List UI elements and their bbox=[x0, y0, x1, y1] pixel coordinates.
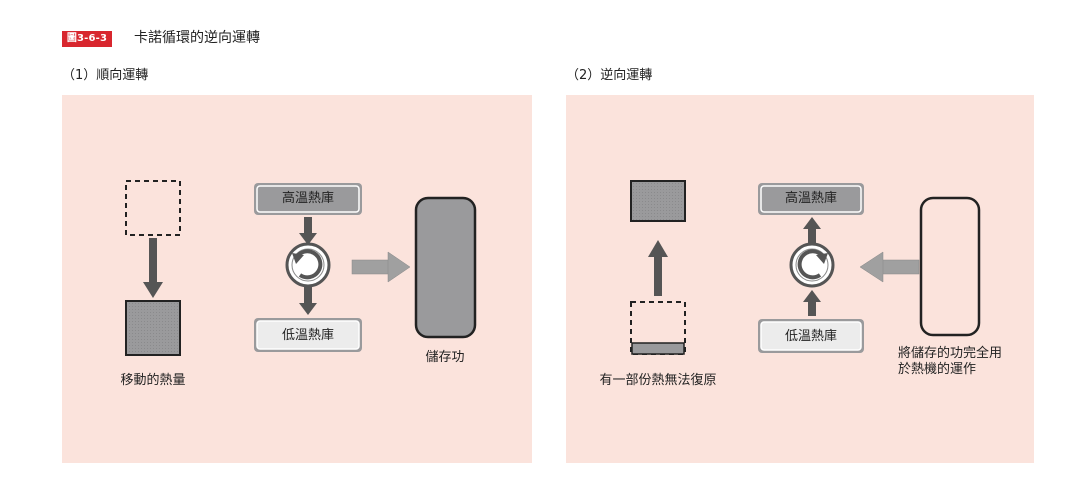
heat-flow-down-arrow bbox=[143, 238, 163, 298]
cold-reservoir-box-forward bbox=[254, 318, 362, 352]
hot-reservoir-label-forward: 高溫熱庫 bbox=[281, 191, 334, 206]
heat-filled-box bbox=[125, 300, 181, 356]
work-output-arrow bbox=[351, 251, 411, 283]
figure-tag: 圖3-6-3 bbox=[62, 31, 112, 47]
reverse-panel-title: （2）逆向運轉 bbox=[566, 68, 653, 83]
heat-moved-label: 移動的熱量 bbox=[120, 373, 186, 388]
hot-reservoir-box-reverse bbox=[758, 183, 864, 215]
work-input-arrow bbox=[859, 251, 920, 283]
hot-reservoir-box-forward bbox=[254, 183, 362, 215]
heat-returned-box bbox=[630, 180, 686, 222]
forward-panel-title: （1）順向運轉 bbox=[62, 68, 149, 83]
cold-reservoir-label-reverse: 低溫熱庫 bbox=[784, 329, 837, 344]
cold-reservoir-label-forward: 低溫熱庫 bbox=[281, 328, 334, 343]
cold-to-engine-arrow-reverse bbox=[803, 290, 821, 316]
hot-to-engine-arrow-forward bbox=[299, 217, 317, 245]
heat-remaining-dashed-box bbox=[630, 301, 686, 355]
heat-remaining-fill bbox=[631, 342, 685, 355]
engine-to-cold-arrow-forward bbox=[299, 287, 317, 315]
cycle-icon-reverse bbox=[789, 242, 835, 288]
heat-flow-up-arrow bbox=[648, 240, 668, 296]
work-storage-tank-filled bbox=[414, 196, 477, 339]
cycle-icon-forward bbox=[285, 242, 331, 288]
unrecoverable-heat-label: 有一部份熱無法復原 bbox=[599, 373, 717, 388]
hot-reservoir-label-reverse: 高溫熱庫 bbox=[784, 191, 837, 206]
engine-to-hot-arrow-reverse bbox=[803, 217, 821, 243]
stored-work-label: 儲存功 bbox=[425, 350, 465, 365]
figure-title: 卡諾循環的逆向運轉 bbox=[134, 30, 260, 46]
work-storage-tank-empty bbox=[919, 196, 981, 337]
work-used-label-line1: 將儲存的功完全用 bbox=[898, 346, 1003, 361]
heat-source-empty-box bbox=[125, 180, 181, 236]
cold-reservoir-box-reverse bbox=[758, 319, 864, 353]
work-used-label-line2: 於熱機的運作 bbox=[898, 362, 977, 377]
